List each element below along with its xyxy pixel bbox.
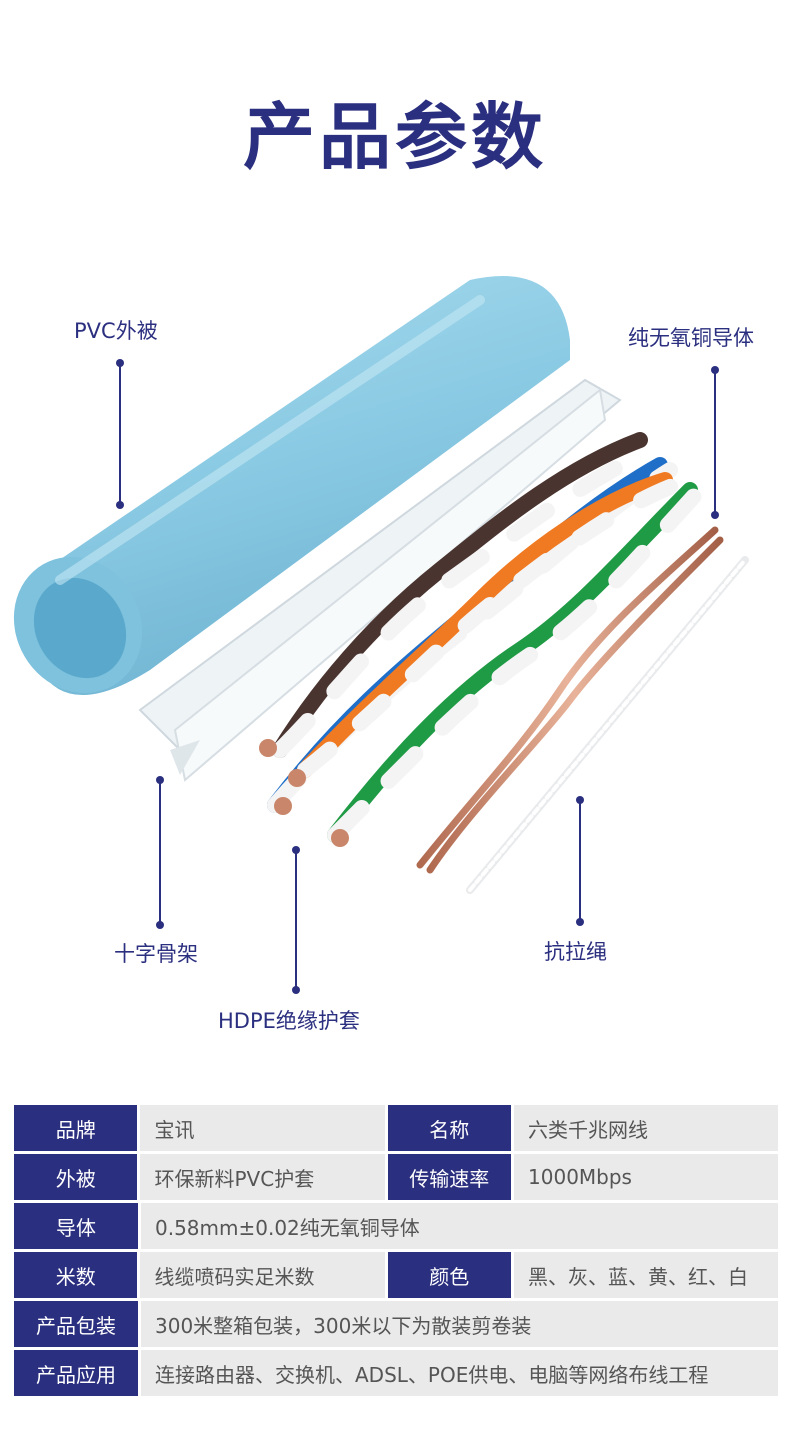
copper-conductor: [416, 526, 724, 874]
spec-value: 0.58mm±0.02纯无氧铜导体: [141, 1203, 778, 1249]
cross-skeleton: [138, 378, 622, 782]
spec-row-length: 米数 线缆喷码实足米数 颜色 黑、灰、蓝、黄、红、白: [14, 1252, 778, 1298]
callout-lines: [119, 363, 716, 990]
spec-key: 品牌: [14, 1105, 138, 1151]
spec-row-conductor: 导体 0.58mm±0.02纯无氧铜导体: [14, 1203, 778, 1249]
spec-value: 黑、灰、蓝、黄、红、白: [514, 1252, 778, 1298]
label-tensile-rope: 抗拉绳: [544, 940, 607, 964]
spec-row-jacket: 外被 环保新料PVC护套 传输速率 1000Mbps: [14, 1154, 778, 1200]
page-title: 产品参数: [242, 95, 547, 179]
spec-value: 六类千兆网线: [514, 1105, 778, 1151]
label-pvc-jacket: PVC外被: [74, 319, 158, 343]
spec-key: 导体: [14, 1203, 138, 1249]
spec-row-application: 产品应用 连接路由器、交换机、ADSL、POE供电、电脑等网络布线工程: [14, 1350, 778, 1396]
spec-value: 线缆喷码实足米数: [140, 1252, 385, 1298]
spec-key: 米数: [14, 1252, 138, 1298]
spec-value: 环保新料PVC护套: [140, 1154, 385, 1200]
tensile-rope: [466, 556, 749, 894]
spec-table: 品牌 宝讯 名称 六类千兆网线 外被 环保新料PVC护套 传输速率 1000Mb…: [14, 1105, 778, 1399]
spec-row-brand: 品牌 宝讯 名称 六类千兆网线: [14, 1105, 778, 1151]
pvc-jacket: [13, 276, 570, 695]
spec-row-packaging: 产品包装 300米整箱包装，300米以下为散装剪卷装: [14, 1301, 778, 1347]
callout-dots: [116, 359, 719, 994]
spec-key: 传输速率: [387, 1154, 512, 1200]
cable-structure-illustration: [13, 276, 749, 994]
spec-key: 外被: [14, 1154, 138, 1200]
spec-key: 颜色: [387, 1252, 512, 1298]
spec-key: 产品应用: [14, 1350, 138, 1396]
spec-value: 300米整箱包装，300米以下为散装剪卷装: [141, 1301, 778, 1347]
label-copper-conductor: 纯无氧铜导体: [628, 326, 754, 350]
spec-key: 产品包装: [14, 1301, 138, 1347]
twisted-pairs: [259, 432, 703, 847]
spec-value: 1000Mbps: [514, 1154, 778, 1200]
label-cross-skeleton: 十字骨架: [114, 942, 198, 966]
spec-value: 连接路由器、交换机、ADSL、POE供电、电脑等网络布线工程: [141, 1350, 778, 1396]
label-hdpe-insulation: HDPE绝缘护套: [218, 1009, 360, 1033]
spec-value: 宝讯: [140, 1105, 385, 1151]
spec-key: 名称: [387, 1105, 512, 1151]
